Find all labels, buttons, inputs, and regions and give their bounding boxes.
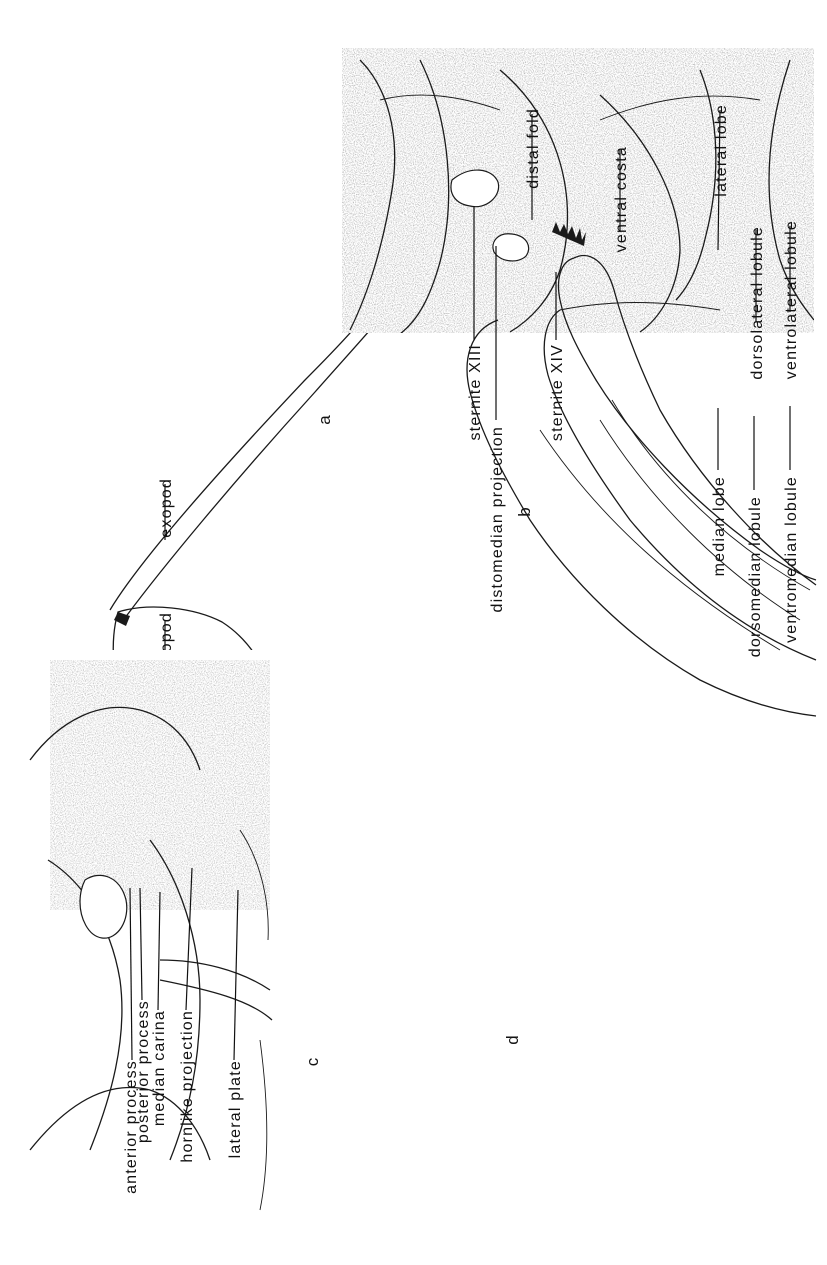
panel-a-letter: a — [315, 415, 334, 425]
label-lateral-lobe: lateral lobe — [713, 104, 730, 197]
label-lateral-plate: lateral plate — [227, 1060, 244, 1158]
label-ventrolateral-lobule: ventrolateral lobule — [783, 220, 800, 379]
thelycum-drawing — [12, 650, 300, 1255]
label-posterior-process: posterior process — [135, 1000, 152, 1143]
label-dorsomedian-lobule: dorsomedian lobule — [747, 496, 764, 657]
label-distal-fold: distal fold — [525, 108, 542, 189]
panel-c: anterior process posterior process media… — [12, 650, 322, 1255]
label-dorsolateral-lobule: dorsolateral lobule — [749, 226, 766, 380]
label-exopod: exopod — [158, 478, 175, 538]
panel-c-letter: c — [303, 1057, 322, 1066]
label-median-lobe: median lobe — [711, 476, 728, 576]
panel-b: sternite XIII sternite XIV b — [342, 48, 814, 517]
label-distomedian-projection: distomedian projection — [489, 426, 506, 613]
label-median-carina: median carina — [151, 1010, 168, 1126]
sternites-drawing — [342, 48, 814, 334]
panel-d-letter: d — [503, 1035, 522, 1044]
label-ventromedian-lobule: ventromedian lobule — [783, 476, 800, 643]
label-sternite-xiv: sternite XIV — [549, 344, 566, 441]
label-ventral-costa: ventral costa — [613, 146, 630, 252]
label-hornlike-projection: hornlike projection — [179, 1010, 196, 1163]
